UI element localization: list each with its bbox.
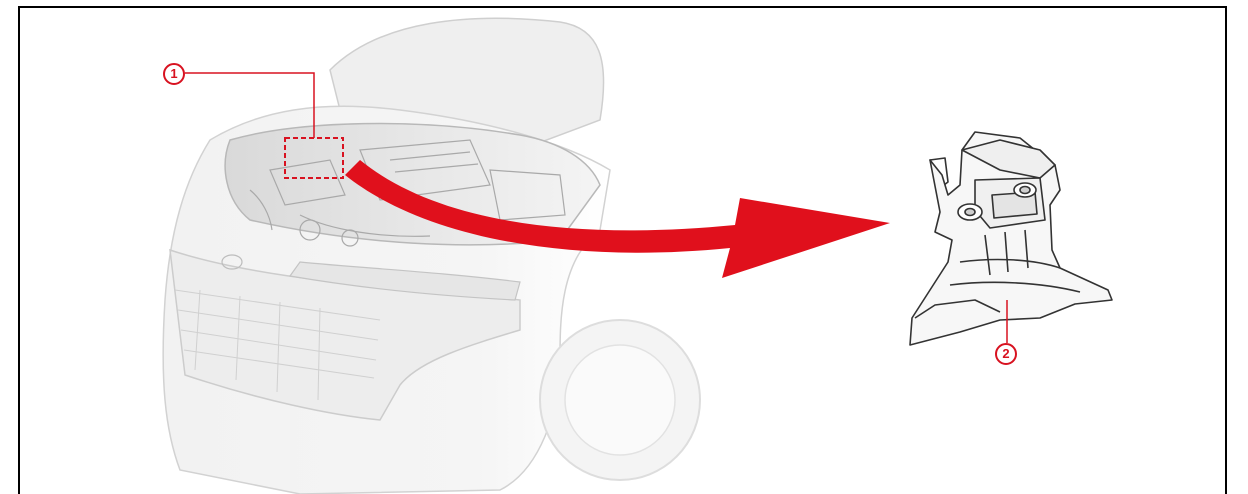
engine-mount-illustration bbox=[910, 132, 1112, 345]
car-front-illustration bbox=[163, 18, 700, 494]
callout-1-badge: 1 bbox=[163, 63, 185, 85]
callout-2-badge: 2 bbox=[995, 343, 1017, 365]
